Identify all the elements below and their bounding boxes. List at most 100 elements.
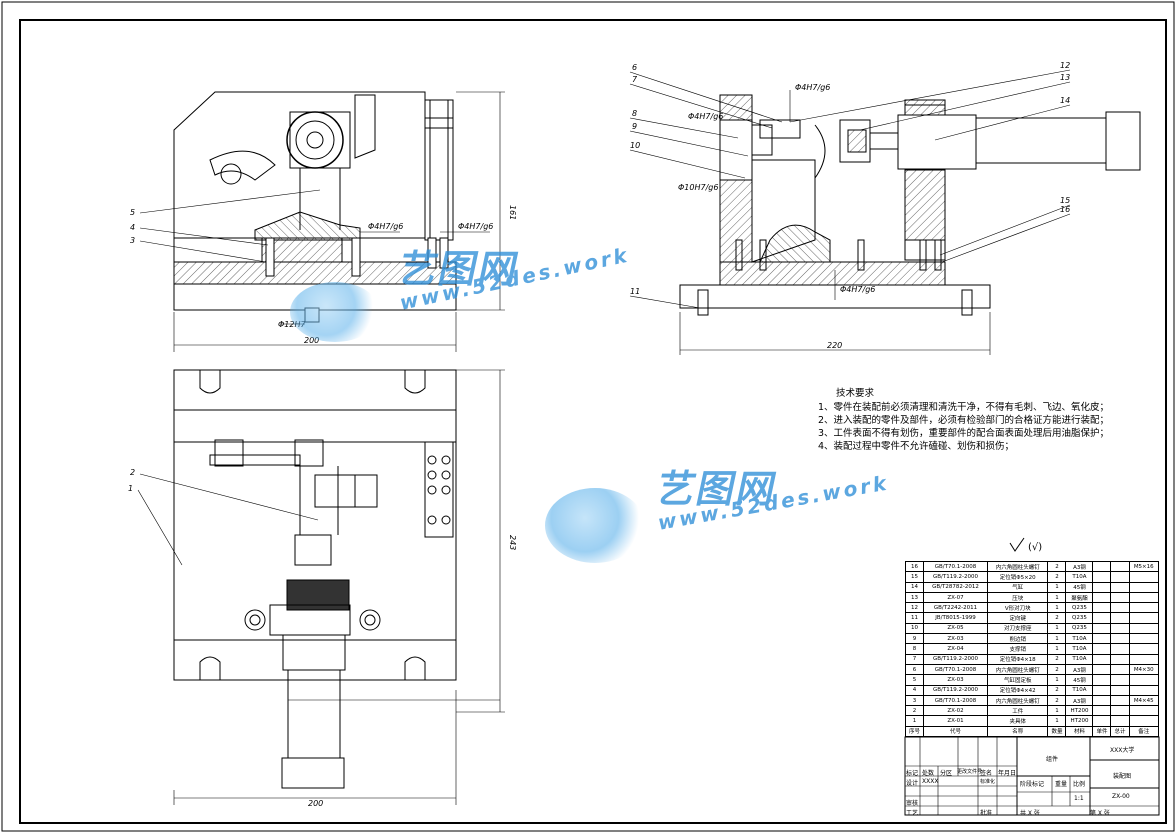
tb-scale: 1:1 (1074, 795, 1084, 802)
bom-cell-note (1128, 705, 1159, 717)
bom-cell-no: 15 (904, 571, 925, 583)
bom-cell-code: ZX-05 (923, 622, 988, 635)
bom-cell-qty: 2 (1047, 571, 1067, 583)
bom-header-row: 序号 代号 名称 数量 材料 单件 总计 备注 (904, 725, 1159, 738)
bom-cell-qty: 2 (1047, 694, 1067, 707)
bom-cell-single (1092, 653, 1112, 665)
side-view (629, 69, 1141, 355)
bom-cell-single (1092, 705, 1112, 717)
bom-cell-total (1110, 581, 1130, 593)
bom-cell-total (1110, 643, 1130, 655)
balloon-12: 12 (1060, 61, 1070, 70)
bom-cell-single (1092, 684, 1112, 696)
bom-cell-qty: 1 (1047, 591, 1067, 604)
tb-mark-label: 标记 (906, 770, 919, 777)
tb-change-label: 更改文件号 (957, 769, 983, 775)
bom-h-code: 代号 (923, 725, 988, 738)
bom-cell-name: 工件 (986, 705, 1049, 717)
top-width-dim: 200 (308, 799, 323, 808)
bom-cell-mat: T10A (1065, 633, 1094, 645)
technical-requirements: 技术要求 1、零件在装配前必须清理和清洗干净，不得有毛刺、飞边、氧化皮； 2、进… (818, 387, 1158, 453)
bom-cell-code: ZX-03 (923, 633, 988, 645)
bom-cell-note (1128, 581, 1159, 593)
title-block-frame (904, 736, 1160, 816)
tb-scale-label: 比例 (1073, 781, 1086, 788)
bom-cell-name: 气缸 (986, 581, 1049, 593)
bom-cell-name: 支撑销 (986, 643, 1049, 655)
bom-cell-code: GB/T70.1-2008 (923, 694, 988, 707)
bom-h-no: 序号 (904, 725, 925, 738)
bom-cell-mat: A3钢 (1065, 694, 1094, 707)
side-width-dim: 220 (827, 341, 842, 350)
balloon-2: 2 (130, 468, 135, 477)
bom-cell-single (1092, 663, 1112, 676)
balloon-7: 7 (632, 75, 638, 84)
bom-cell-mat: 45钢 (1065, 581, 1094, 593)
tb-drawing-name: 装配图 (1113, 773, 1132, 780)
balloon-8: 8 (632, 109, 637, 118)
front-fit-1: Φ4H7/g6 (368, 222, 403, 231)
bom-cell-no: 5 (904, 674, 925, 686)
bom-cell-no: 11 (904, 612, 925, 624)
bom-cell-note (1128, 612, 1159, 624)
bom-cell-mat: T10A (1065, 571, 1094, 583)
bom-cell-no: 10 (904, 622, 925, 635)
bom-cell-code: GB/T119.2-2000 (923, 684, 988, 696)
bom-cell-no: 14 (904, 581, 925, 593)
bom-cell-qty: 1 (1047, 674, 1067, 686)
bom-cell-qty: 2 (1047, 612, 1067, 624)
bom-cell-note: M4×45 (1128, 694, 1159, 707)
inner-border (19, 19, 1167, 824)
balloon-11: 11 (630, 287, 640, 296)
bom-h-note: 备注 (1128, 725, 1159, 738)
side-fit-1: Φ4H7/g6 (795, 83, 830, 92)
roughness-symbol (1009, 537, 1025, 552)
bom-h-mat: 材料 (1065, 725, 1094, 738)
bom-cell-mat: T10A (1065, 653, 1094, 665)
bom-cell-name: V形对刀块 (986, 602, 1049, 614)
bom-cell-single (1092, 591, 1112, 604)
bom-cell-total (1110, 633, 1130, 645)
bom-cell-single (1092, 612, 1112, 624)
bom-cell-name: 夹具体 (986, 715, 1049, 727)
bom-cell-total (1110, 602, 1130, 614)
bom-cell-note: M5×16 (1128, 560, 1159, 573)
bom-cell-name: 定位销Φ4×42 (986, 684, 1049, 696)
bom-cell-single (1092, 571, 1112, 583)
bom-cell-mat: HT200 (1065, 715, 1094, 727)
tb-zone-label: 分区 (940, 770, 953, 777)
bom-cell-note (1128, 591, 1159, 604)
bom-cell-no: 3 (904, 694, 925, 707)
bom-cell-no: 13 (904, 591, 925, 604)
bom-cell-note (1128, 643, 1159, 655)
side-fit-4: Φ4H7/g6 (840, 285, 875, 294)
bom-h-single: 单件 (1092, 725, 1112, 738)
tb-sheet: 第 X 张 (1090, 810, 1110, 817)
side-fit-2: Φ4H7/g6 (688, 112, 723, 121)
bom-cell-single (1092, 694, 1112, 707)
tech-heading: 技术要求 (836, 388, 875, 399)
tech-line-4: 4、装配过程中零件不允许磕碰、划伤和损伤； (818, 441, 1015, 452)
bom-cell-mat: Q235 (1065, 612, 1094, 624)
tb-review-label: 审核 (906, 800, 919, 807)
bom-cell-total (1110, 612, 1130, 624)
bom-cell-no: 9 (904, 633, 925, 645)
bom-cell-mat: 聚氨酯 (1065, 591, 1094, 604)
balloon-1: 1 (128, 484, 133, 493)
bom-cell-single (1092, 622, 1112, 635)
bom-cell-single (1092, 674, 1112, 686)
tb-count-label: 处数 (922, 770, 935, 777)
tb-process-label: 工艺 (906, 810, 919, 817)
bom-cell-no: 1 (904, 715, 925, 727)
bom-cell-code: ZX-04 (923, 643, 988, 655)
front-view (139, 91, 505, 352)
tb-date-label: 年月日 (998, 770, 1017, 777)
